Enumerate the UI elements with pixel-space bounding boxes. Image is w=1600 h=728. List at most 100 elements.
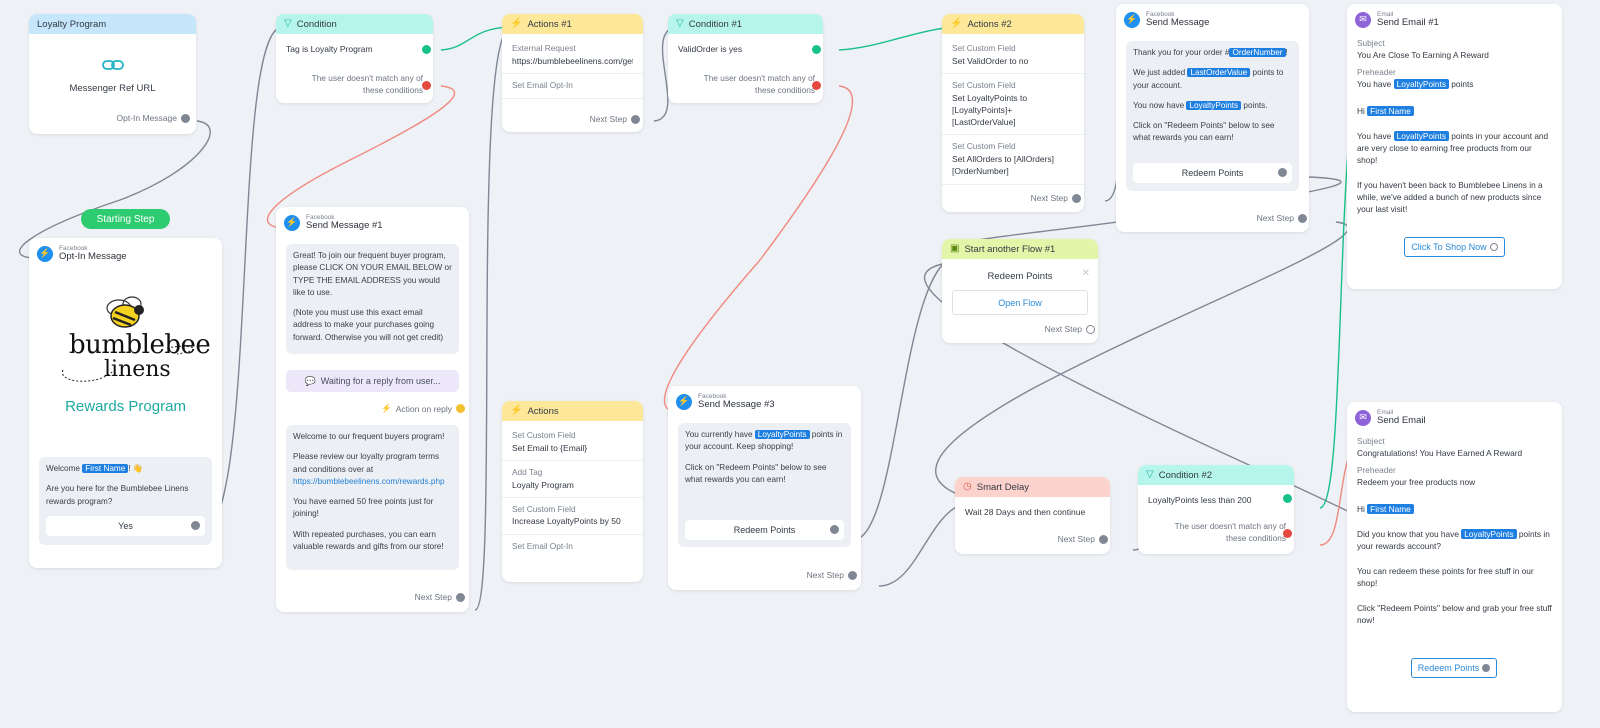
node-title: Start another Flow #1 <box>964 243 1056 255</box>
platform-label: Facebook <box>698 393 727 400</box>
condition-1-node[interactable]: ▽Condition #1 ValidOrder is yes The user… <box>668 14 823 103</box>
redeem-points-button[interactable]: Redeem Points <box>685 520 844 540</box>
delay-text: Wait 28 Days and then continue <box>965 507 1086 517</box>
condition-node[interactable]: ▽Condition Tag is Loyalty Program The us… <box>276 14 433 103</box>
redeem-points-label: Redeem Points <box>1181 168 1244 178</box>
redeem-points-label: Redeem Points <box>733 525 796 535</box>
output-dot[interactable] <box>1278 168 1287 177</box>
node-title: Actions #2 <box>967 18 1012 30</box>
action-row: Set Custom Field Increase LoyaltyPoints … <box>502 498 643 535</box>
action-row: Set Email Opt-In <box>502 535 643 559</box>
click-to-shop-button[interactable]: Click To Shop Now <box>1404 237 1505 257</box>
platform-label: Email <box>1377 409 1394 416</box>
output-dot[interactable] <box>1072 193 1081 203</box>
yes-button[interactable]: Yes <box>46 516 205 536</box>
next-step-output[interactable]: Next Step <box>1045 324 1095 334</box>
next-step-output[interactable]: Next Step <box>1058 534 1108 544</box>
optin-output[interactable]: Opt-In Message <box>117 113 190 123</box>
output-dot[interactable] <box>1099 534 1108 544</box>
rewards-link[interactable]: https://bumblebeelinens.com/rewards.php <box>293 476 445 486</box>
preheader-label: Preheader <box>1357 464 1396 475</box>
output-dot[interactable] <box>631 114 640 124</box>
platform-label: Facebook <box>306 214 335 221</box>
message-paragraph: (Note you must use this exact email addr… <box>293 308 444 342</box>
waiting-reply-indicator: 💬 Waiting for a reply from user... <box>286 370 459 392</box>
action-row: Add Tag Loyalty Program <box>502 461 643 498</box>
close-icon[interactable]: ✕ <box>1081 268 1090 279</box>
preheader-value: Redeem your free products now <box>1357 476 1476 487</box>
no-match-output-dot[interactable] <box>1283 529 1292 538</box>
node-title: Send Email #1 <box>1377 17 1439 29</box>
platform-label: Facebook <box>59 245 88 252</box>
node-header: ⚡Actions #1 <box>502 14 643 34</box>
preheader-text: You have <box>1357 78 1392 89</box>
actions-1-node[interactable]: ⚡Actions #1 External Request https://bum… <box>502 14 643 132</box>
loyalty-points-tag: LoyaltyPoints <box>1393 130 1449 141</box>
action-on-reply-output[interactable]: ⚡Action on reply <box>381 403 465 414</box>
match-output-dot[interactable] <box>812 45 821 54</box>
output-dot[interactable] <box>456 592 465 602</box>
action-label: Add Tag <box>512 466 543 477</box>
message-text: ! <box>1285 48 1288 57</box>
welcome-wave: ! 👋 <box>128 464 144 473</box>
smart-delay-node[interactable]: ◷Smart Delay Wait 28 Days and then conti… <box>955 477 1110 554</box>
message-text: Thank you for your order # <box>1133 48 1230 57</box>
next-step-output[interactable]: Next Step <box>1257 213 1307 223</box>
action-row: Set Email Opt-In <box>502 74 643 99</box>
node-title: Actions #1 <box>527 18 572 30</box>
flow-icon: ▣ <box>950 243 960 254</box>
redeem-points-button[interactable]: Redeem Points <box>1411 658 1497 678</box>
preheader-text: points <box>1451 78 1474 89</box>
output-dot[interactable] <box>191 521 200 530</box>
output-dot[interactable] <box>1489 243 1498 251</box>
email-icon: ✉ <box>1355 11 1371 28</box>
node-header: ◷Smart Delay <box>955 477 1110 497</box>
next-step-output[interactable]: Next Step <box>415 592 465 602</box>
no-match-output-dot[interactable] <box>422 81 431 90</box>
messenger-icon: ⚡ <box>37 245 53 262</box>
action-label: Set Custom Field <box>952 141 1016 152</box>
next-step-label: Next Step <box>1030 193 1068 203</box>
output-dot[interactable] <box>456 404 465 413</box>
next-step-output[interactable]: Next Step <box>1031 193 1081 203</box>
next-step-label: Next Step <box>589 114 627 124</box>
match-output-dot[interactable] <box>422 45 431 54</box>
email-fields: Subject You Are Close To Earning A Rewar… <box>1347 37 1562 215</box>
output-dot[interactable] <box>1482 664 1491 672</box>
node-header: ▽Condition #2 <box>1138 465 1294 485</box>
first-name-tag: First Name <box>1367 105 1414 116</box>
open-flow-button[interactable]: Open Flow <box>952 290 1088 315</box>
body-text: points in your account and are very clos… <box>1357 130 1549 165</box>
match-output-dot[interactable] <box>1283 494 1292 503</box>
external-request-url[interactable]: https://bumblebeelinens.com/getl <box>512 55 633 66</box>
loyalty-program-node[interactable]: Loyalty Program Messenger Ref URL Opt-In… <box>29 14 196 134</box>
output-dot[interactable] <box>181 113 190 123</box>
output-dot[interactable] <box>1298 213 1307 223</box>
action-label: Set Custom Field <box>952 43 1016 53</box>
redeem-points-button[interactable]: Redeem Points <box>1133 163 1292 183</box>
actions-node[interactable]: ⚡Actions Set Custom Field Set Email to {… <box>502 401 643 582</box>
node-title: Send Email <box>1377 415 1426 427</box>
filter-icon: ▽ <box>1146 469 1154 480</box>
logo-text-line2: linens <box>104 357 171 382</box>
action-label: Set Custom Field <box>952 79 1016 90</box>
bolt-icon: ⚡ <box>950 18 963 29</box>
output-dot[interactable] <box>848 570 857 580</box>
no-match-output-dot[interactable] <box>812 81 821 90</box>
body-text: points in your rewards account? <box>1357 528 1550 551</box>
condition-2-node[interactable]: ▽Condition #2 LoyaltyPoints less than 20… <box>1138 465 1294 554</box>
next-step-output[interactable]: Next Step <box>807 570 857 580</box>
output-dot[interactable] <box>1086 324 1095 334</box>
next-step-output[interactable]: Next Step <box>590 114 640 124</box>
start-flow-node[interactable]: ▣Start another Flow #1 ✕ Redeem Points O… <box>942 239 1098 343</box>
output-dot[interactable] <box>830 525 839 534</box>
actions-2-node[interactable]: ⚡ Actions #2 Set Custom Field Set ValidOr… <box>942 14 1084 212</box>
body-text: You can redeem these points for free stu… <box>1357 565 1534 588</box>
action-value: Set ValidOrder to no <box>952 55 1029 66</box>
